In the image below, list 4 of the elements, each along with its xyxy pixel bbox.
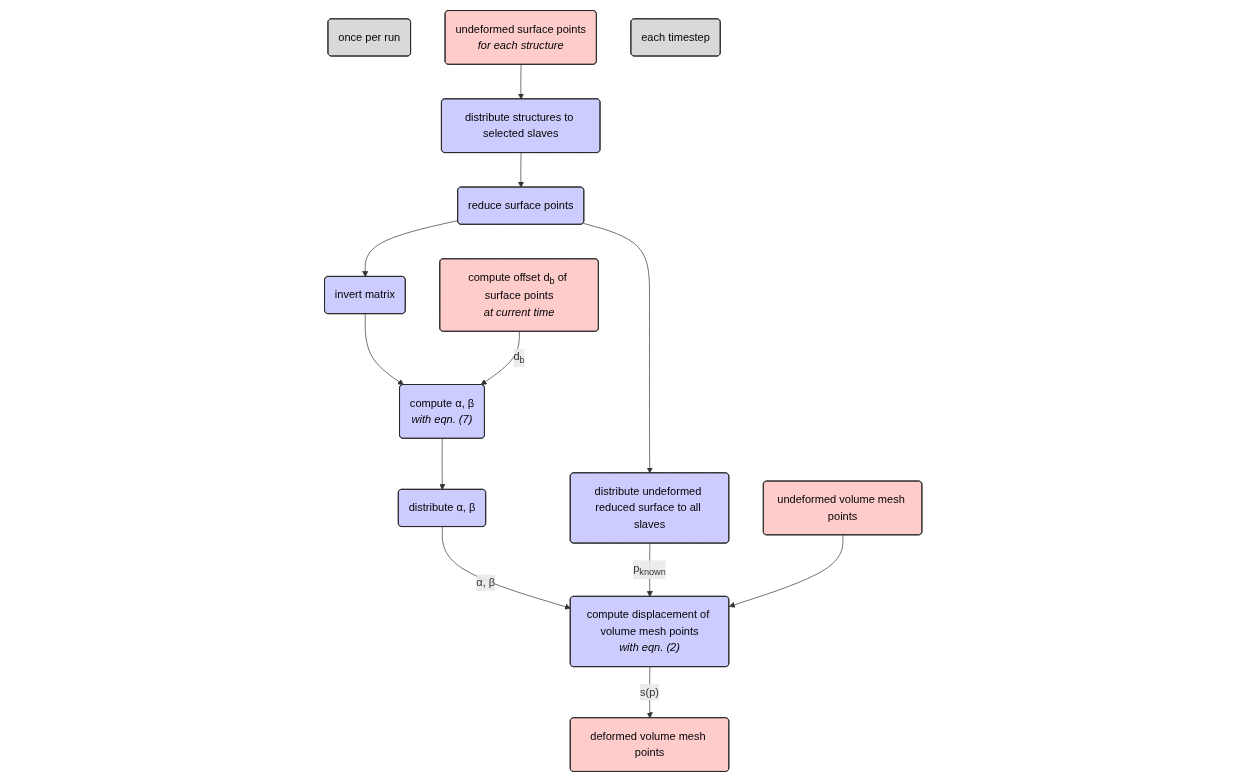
edge-label: p$_{known}$ (633, 562, 667, 578)
edge-label: d$_{b}$ (513, 350, 525, 366)
edge-label: α, β (476, 576, 496, 589)
edge-label: s(p) (640, 685, 660, 698)
